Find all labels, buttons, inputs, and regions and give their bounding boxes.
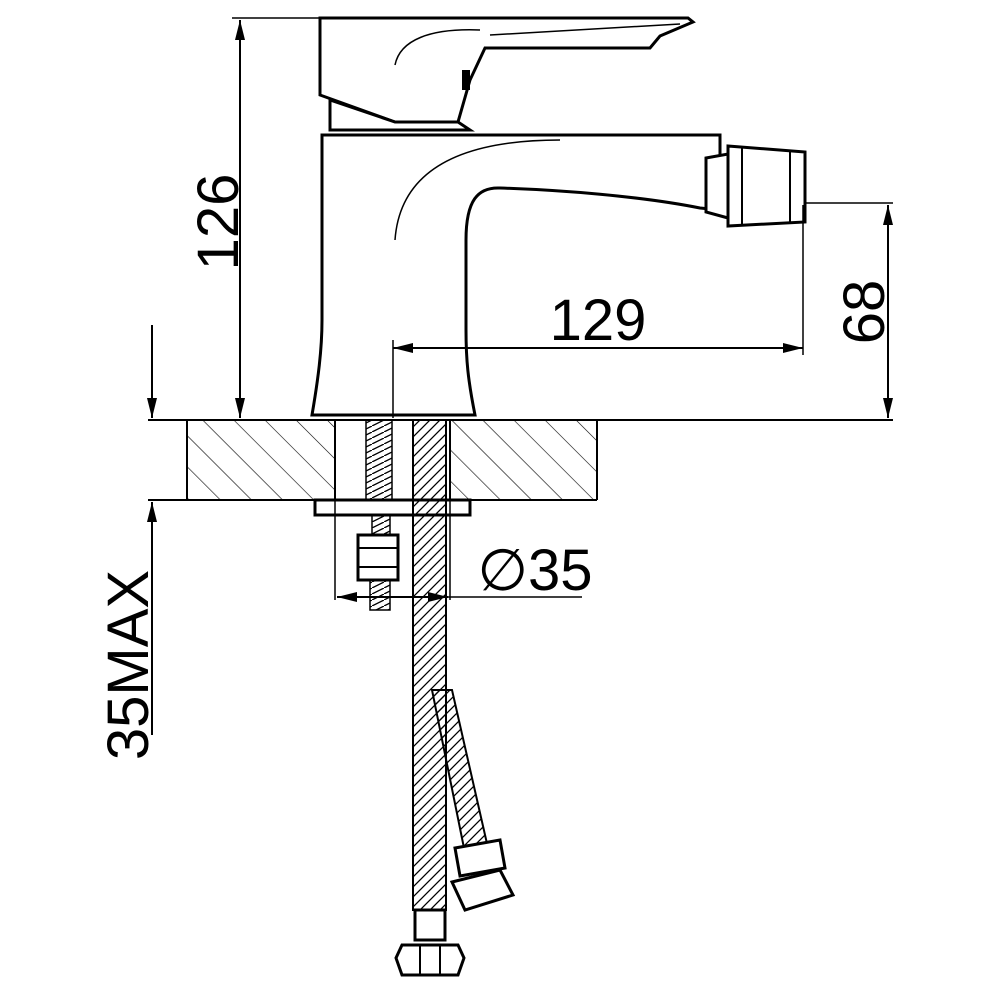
countertop xyxy=(148,419,893,501)
dimension-spout-height: 68 xyxy=(805,202,897,418)
faucet-body xyxy=(310,16,807,417)
spout-reach-label: 129 xyxy=(550,288,647,353)
spout xyxy=(310,133,722,417)
dimension-total-height: 126 xyxy=(186,17,320,418)
flexible-hoses xyxy=(394,419,516,977)
total-height-label: 126 xyxy=(186,174,251,271)
hole-diameter-label: ∅35 xyxy=(477,538,592,603)
dimension-max-thickness: 35MAX xyxy=(96,325,161,760)
max-thickness-label: 35MAX xyxy=(96,570,161,760)
dimension-spout-reach: 129 xyxy=(392,205,804,418)
dimension-hole-diameter: ∅35 xyxy=(334,500,593,603)
spout-height-label: 68 xyxy=(832,280,897,345)
nozzle xyxy=(704,152,730,220)
